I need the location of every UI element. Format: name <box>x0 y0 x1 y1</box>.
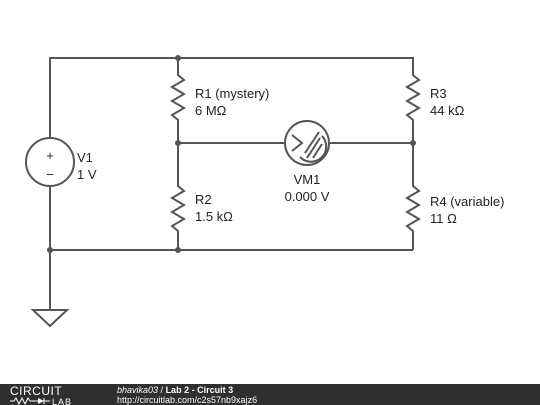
resistor-r1 <box>170 70 186 124</box>
source-minus-sign: − <box>46 167 54 182</box>
resistor-r2 <box>170 181 186 235</box>
voltmeter-needle <box>304 131 320 154</box>
junction-node <box>47 247 53 253</box>
voltmeter-needle-2 <box>306 137 321 159</box>
junction-node <box>175 140 181 146</box>
voltmeter-symbol <box>284 120 330 166</box>
logo-text-top: CIRCUIT <box>10 384 62 398</box>
circuit-title[interactable]: Lab 2 - Circuit 3 <box>165 385 234 395</box>
author-link[interactable]: bhavika03 <box>117 385 159 395</box>
junction-node <box>410 140 416 146</box>
r4-name-label: R4 (variable) <box>430 194 504 209</box>
voltmeter-probe-icon <box>291 134 304 152</box>
footer-title-line: bhavika03 / Lab 2 - Circuit 3 <box>117 385 257 395</box>
voltage-source-v1: + − <box>25 137 75 187</box>
title-separator: / <box>158 385 166 395</box>
footer-url-line: http://circuitlab.com/c2s57nb9xajz6 <box>117 395 257 405</box>
r3-name-label: R3 <box>430 86 447 101</box>
r2-value-label: 1.5 kΩ <box>195 209 233 224</box>
footer-bar: CIRCUIT LAB bhavika03 / Lab 2 - Circuit … <box>0 384 540 405</box>
wire-top-rail <box>49 57 414 138</box>
logo-diode-icon <box>38 398 44 404</box>
vm1-reading-label: 0.000 V <box>285 189 330 204</box>
r1-value-label: 6 MΩ <box>195 103 227 118</box>
junction-node <box>175 247 181 253</box>
r1-name-label: R1 (mystery) <box>195 86 269 101</box>
r3-value-label: 44 kΩ <box>430 103 465 118</box>
vm1-name-label: VM1 <box>294 172 321 187</box>
junction-node <box>175 55 181 61</box>
resistor-r4 <box>405 181 421 235</box>
voltmeter-vm1 <box>284 120 330 166</box>
v1-name-label: V1 <box>77 150 93 165</box>
logo-resistor-icon <box>10 396 38 405</box>
logo-text-bottom: LAB <box>52 397 72 405</box>
circuitlab-logo: CIRCUIT LAB <box>10 384 72 405</box>
voltmeter-scale-arc <box>299 135 328 163</box>
circuit-schematic: + − V1 1 V R1 (mystery) 6 MΩ R2 1.5 kΩ R… <box>25 55 504 328</box>
v1-value-label: 1 V <box>77 167 97 182</box>
r4-value-label: 11 Ω <box>430 211 457 226</box>
circuit-url-link[interactable]: http://circuitlab.com/c2s57nb9xajz6 <box>117 395 258 405</box>
ground-icon <box>30 309 70 328</box>
footer-info: bhavika03 / Lab 2 - Circuit 3 http://cir… <box>117 385 257 405</box>
voltmeter-needle-3 <box>312 143 323 159</box>
resistor-r3 <box>405 70 421 124</box>
r2-name-label: R2 <box>195 192 212 207</box>
source-plus-sign: + <box>46 148 54 163</box>
